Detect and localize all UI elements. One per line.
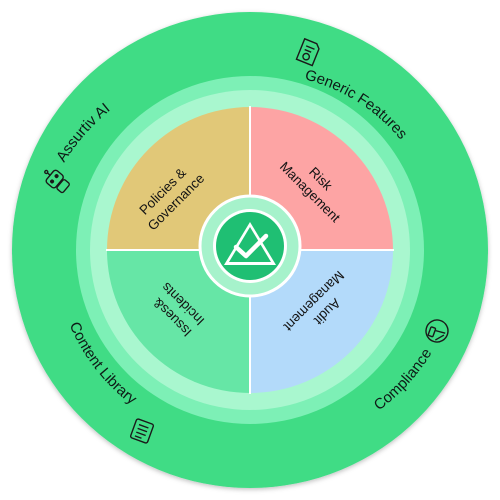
robot-icon (44, 169, 70, 194)
gavel-icon (425, 319, 449, 343)
document-list-icon (129, 418, 155, 444)
mountain-check-logo-icon (216, 212, 284, 280)
certificate-icon (295, 37, 320, 67)
center-logo (198, 194, 302, 298)
